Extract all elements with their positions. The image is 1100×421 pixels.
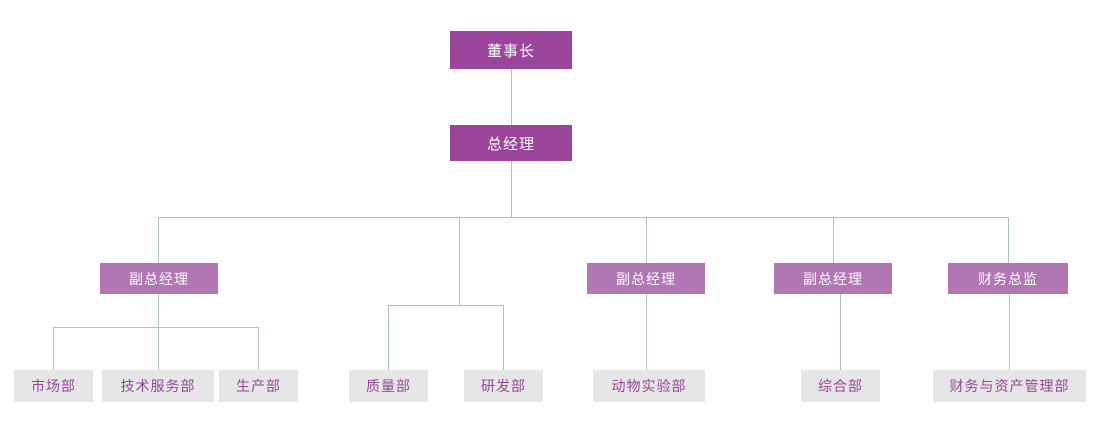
connector-subbus-to-quality: [388, 305, 389, 370]
node-finance-director-label: 财务总监: [978, 270, 1038, 287]
node-deputy-gm-1[interactable]: 副总经理: [100, 263, 218, 294]
node-dept-production[interactable]: 生产部: [219, 370, 298, 402]
node-deputy-gm-3-label: 副总经理: [803, 270, 863, 287]
connector-subbus-to-marketing: [53, 327, 54, 370]
connector-gm-to-bus: [511, 161, 512, 217]
connector-finance-director-to-dept: [1009, 294, 1010, 370]
connector-main-bus: [158, 217, 1009, 218]
node-dept-tech-service-label: 技术服务部: [120, 378, 196, 394]
node-dept-finance-asset-label: 财务与资产管理部: [949, 378, 1070, 394]
node-chairman-label: 董事长: [486, 42, 535, 60]
node-chairman[interactable]: 董事长: [450, 31, 572, 69]
node-dept-marketing[interactable]: 市场部: [14, 370, 93, 402]
connector-subbus-to-production: [258, 327, 259, 370]
node-deputy-gm-1-label: 副总经理: [129, 270, 189, 287]
connector-chairman-to-gm: [511, 69, 512, 125]
connector-bus-drop-deputy-2: [646, 217, 647, 263]
connector-subbus-quality-rd: [388, 305, 504, 306]
connector-bus-drop-quality-rd: [459, 217, 460, 305]
node-dept-marketing-label: 市场部: [31, 378, 76, 394]
node-dept-finance-asset[interactable]: 财务与资产管理部: [933, 370, 1086, 402]
connector-bus-drop-deputy-3: [833, 217, 834, 263]
node-dept-quality-label: 质量部: [366, 378, 411, 394]
connector-subbus-to-rd: [503, 305, 504, 370]
node-general-manager[interactable]: 总经理: [450, 125, 572, 161]
node-finance-director[interactable]: 财务总监: [948, 263, 1068, 294]
connector-deputy-2-to-animal-lab: [646, 294, 647, 370]
node-dept-quality[interactable]: 质量部: [349, 370, 428, 402]
connector-subbus-deputy-1: [53, 327, 259, 328]
node-dept-general-affairs-label: 综合部: [818, 378, 863, 394]
node-dept-rd-label: 研发部: [481, 378, 526, 394]
connector-bus-drop-finance-director: [1008, 217, 1009, 263]
node-dept-production-label: 生产部: [236, 378, 281, 394]
node-deputy-gm-2-label: 副总经理: [616, 270, 676, 287]
node-dept-animal-lab-label: 动物实验部: [611, 378, 687, 394]
node-deputy-gm-2[interactable]: 副总经理: [587, 263, 705, 294]
connector-subbus-to-tech-service: [158, 327, 159, 370]
node-dept-animal-lab[interactable]: 动物实验部: [593, 370, 705, 402]
node-deputy-gm-3[interactable]: 副总经理: [774, 263, 892, 294]
node-dept-rd[interactable]: 研发部: [464, 370, 543, 402]
node-dept-general-affairs[interactable]: 综合部: [801, 370, 880, 402]
connector-deputy-1-to-subbus: [158, 294, 159, 327]
node-general-manager-label: 总经理: [486, 135, 535, 153]
connector-deputy-3-to-general-affairs: [840, 294, 841, 370]
connector-bus-drop-deputy-1: [158, 217, 159, 263]
node-dept-tech-service[interactable]: 技术服务部: [102, 370, 214, 402]
